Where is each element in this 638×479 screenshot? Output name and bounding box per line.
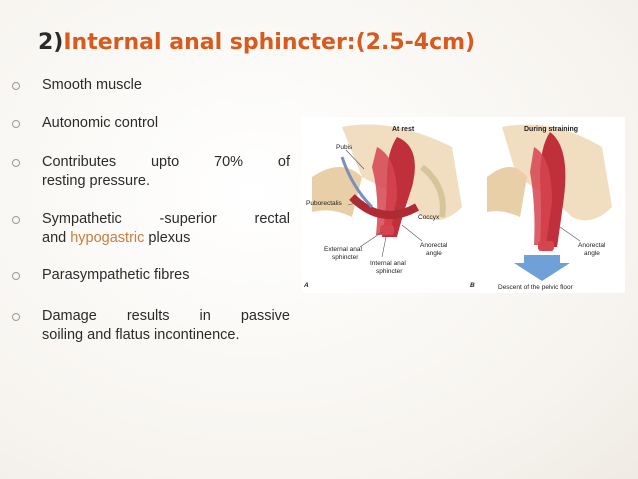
bullet-text: Autonomic control — [42, 115, 159, 131]
bullet-item: Autonomic control — [10, 114, 158, 133]
label-anorectal-1: Anorectal — [420, 242, 448, 249]
label-external-1: External anal — [324, 246, 362, 253]
bullet-text-line2: and hypogastric plexus — [42, 230, 191, 246]
slide-title: 2)Internal anal sphincter:(2.5-4cm) — [38, 30, 475, 55]
label-internal-1: Internal anal — [370, 260, 406, 267]
bullet-item: Damage results in passive soiling and fl… — [10, 307, 290, 345]
highlighted-term: hypogastric — [70, 230, 145, 246]
label-descent: Descent of the pelvic floor — [498, 284, 574, 291]
bullet-marker-icon — [10, 266, 22, 285]
bullet-marker-icon — [10, 307, 22, 326]
bullet-marker-icon — [10, 153, 22, 172]
bullet-item: Smooth muscle — [10, 76, 142, 95]
title-number: 2) — [38, 30, 64, 55]
panel-a-letter: A — [303, 282, 309, 289]
panel-a — [312, 124, 462, 237]
bullet-item: Contributes upto 70% of resting pressure… — [10, 153, 290, 191]
anatomy-illustration: At rest During straining Pubis Puborecta… — [303, 124, 612, 291]
bullet-item: Sympathetic -superior rectal and hypogas… — [10, 210, 290, 248]
label-external-2: sphincter — [332, 254, 359, 261]
anatomy-figure: At rest During straining Pubis Puborecta… — [302, 117, 625, 293]
bullet-text-line2: soiling and flatus incontinence. — [42, 327, 240, 343]
bullet-text-line1: Contributes upto 70% of — [42, 154, 290, 170]
label-puborectalis: Puborectalis — [306, 200, 343, 207]
label-b-anorectal-1: Anorectal — [578, 242, 606, 249]
bullet-text: Smooth muscle — [42, 77, 142, 93]
bullet-text-line2: resting pressure. — [42, 173, 150, 189]
label-pubis: Pubis — [336, 144, 353, 151]
label-anorectal-2: angle — [426, 250, 442, 257]
arrow-down-icon — [514, 255, 570, 281]
bullet-text-line1: Sympathetic -superior rectal — [42, 211, 290, 227]
label-b-anorectal-2: angle — [584, 250, 600, 257]
bullet-marker-icon — [10, 76, 22, 95]
label-coccyx: Coccyx — [418, 214, 440, 221]
bullet-item: Parasympathetic fibres — [10, 266, 189, 285]
panel-a-title: At rest — [392, 126, 415, 133]
panel-b — [487, 124, 612, 281]
bullet-marker-icon — [10, 114, 22, 133]
label-internal-2: sphincter — [376, 268, 403, 275]
bullet-text: Parasympathetic fibres — [42, 267, 190, 283]
title-text: Internal anal sphincter:(2.5-4cm) — [63, 30, 476, 55]
panel-b-title: During straining — [524, 126, 578, 133]
panel-b-letter: B — [470, 282, 475, 289]
bullet-marker-icon — [10, 210, 22, 229]
bullet-text-line1: Damage results in passive — [42, 308, 290, 324]
